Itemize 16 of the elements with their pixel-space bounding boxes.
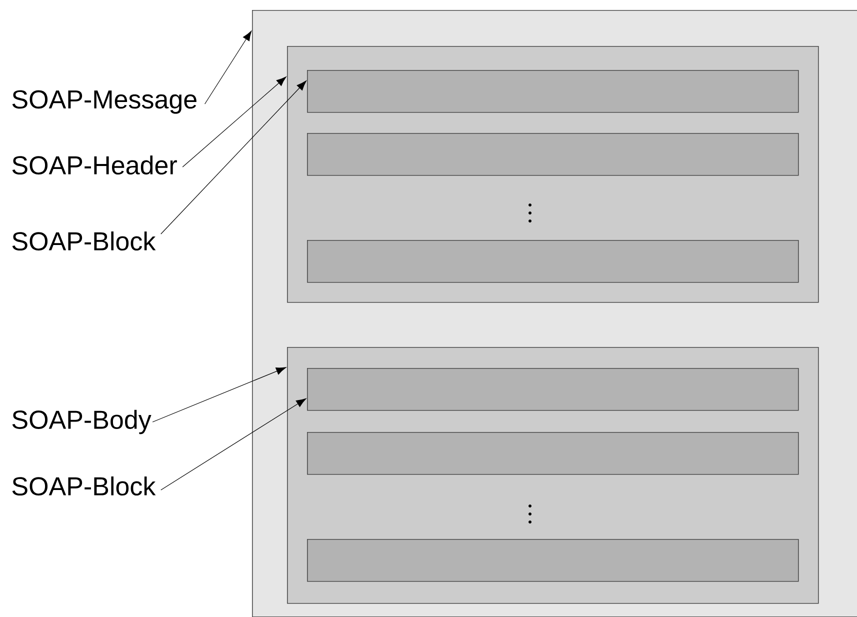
leader-label: SOAP-Block	[12, 476, 156, 496]
leader-line	[152, 367, 286, 422]
block-box	[307, 133, 799, 176]
leader-label: SOAP-Body	[12, 410, 152, 434]
leader-line	[160, 398, 306, 490]
leader-line	[160, 80, 306, 234]
block-box	[307, 240, 799, 283]
block-box	[307, 432, 799, 475]
block-box	[307, 539, 799, 582]
leader-label: SOAP-Block	[12, 231, 156, 251]
leader-line	[204, 30, 252, 104]
leader-line	[182, 76, 286, 168]
block-box	[307, 70, 799, 113]
leader-label: SOAP-Message	[12, 90, 196, 114]
leader-label: SOAP-Header	[12, 155, 177, 175]
block-box	[307, 368, 799, 411]
